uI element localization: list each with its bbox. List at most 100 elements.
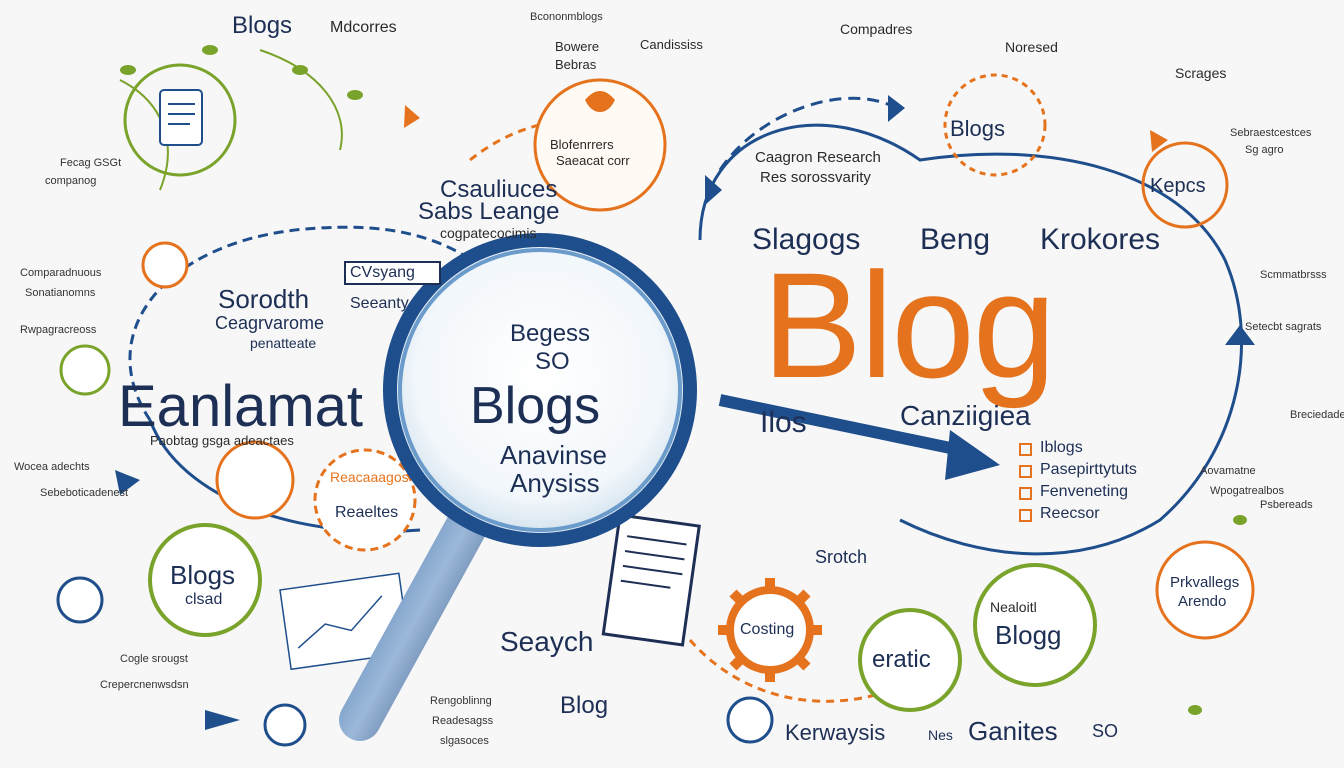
arrow-icon (1225, 325, 1255, 345)
label-bottom-blog: Blog (560, 692, 609, 719)
headline-right-3: Krokores (1040, 223, 1161, 256)
green-circle-blogs (148, 523, 262, 637)
label-bottom-left-a: Cogle srougst (120, 653, 188, 665)
arrow-icon (1150, 130, 1168, 152)
vine-left-2 (259, 49, 343, 151)
label-nealon: Nealoitl (990, 599, 1037, 615)
label-top-center: Compadres (840, 21, 913, 37)
label-bottom-so: SO (1092, 721, 1119, 741)
leaf-icon (202, 45, 218, 55)
orange-circle-privilege (1155, 540, 1255, 640)
label-box (344, 261, 441, 285)
check-item-2: Pasepirttytuts (1040, 461, 1137, 478)
label-bottom-center-a: Rengoblinng (430, 695, 492, 707)
checkbox-icon (1019, 443, 1032, 456)
green-circle-top-left (123, 63, 237, 177)
headline-left-big: Eanlamat (118, 374, 364, 439)
orange-circle-small (215, 440, 295, 520)
leaf-icon (347, 90, 363, 100)
lens-line-1: Begess (510, 320, 591, 347)
document-icon (601, 513, 701, 647)
lens-line-4: Anavinse (500, 440, 607, 470)
orange-circle-small (141, 241, 189, 289)
headline-right-1: Slagogs (752, 223, 861, 256)
blue-circle-bottom-2 (726, 696, 774, 744)
label-left-small-a: Fecag GSGt (60, 157, 122, 169)
check-item-3: Fenveneting (1040, 483, 1129, 500)
leaf-icon (1188, 705, 1202, 715)
label-security: Seeanty (350, 295, 409, 312)
headline-right-2: Beng (920, 223, 991, 256)
gear-icon (718, 578, 822, 682)
label-right-small-b: Scmmatbrsss (1260, 269, 1327, 281)
label-left-small-b: companog (45, 175, 97, 187)
lens-line-5: Anysiss (510, 468, 600, 498)
leaf-icon (120, 65, 136, 75)
label-left-small-g: Sebeboticadenest (40, 487, 129, 499)
label-top-small-4: Candississ (640, 37, 703, 52)
green-circle-small (59, 344, 111, 396)
arrow-icon (205, 710, 240, 730)
label-right-small-d: Breciedades (1290, 409, 1344, 421)
green-circle-eratic (858, 608, 962, 712)
document-icon (159, 89, 203, 146)
arrow-icon (888, 95, 905, 122)
arrow-icon (705, 175, 722, 205)
label-top-right: Noresed (1005, 39, 1058, 55)
label-bottom-center-c: slgasoces (440, 735, 489, 747)
label-blogs-circle-left-sub: clsad (185, 591, 223, 608)
label-cat-research-2: Res sorossvarity (760, 169, 871, 186)
label-bottom-center-b: Readesagss (432, 715, 494, 727)
label-privilege: Prkvallegs (1170, 574, 1240, 591)
orange-circle-top (533, 78, 667, 212)
orange-circle-right-top (943, 73, 1047, 177)
label-mid-left-small: Paobtag gsga adeactaes (150, 433, 294, 448)
label-blogs-circle-left: Blogs (170, 560, 236, 590)
headline-blog: Blog (762, 241, 1056, 409)
label-right-small-g: Aovamatne (1200, 465, 1256, 477)
label-top-left: Blogs (232, 12, 293, 39)
lens-line-3: Blogs (470, 377, 601, 435)
label-right-small-c: Setecbt sagrats (1245, 321, 1322, 333)
label-sausage: Csauliuces (440, 176, 558, 203)
label-top-small-3: Bebras (555, 57, 597, 72)
checkbox-icon (1019, 465, 1032, 478)
label-blofen-2: Saeacat corr (556, 153, 630, 168)
loop-arc-top (718, 96, 901, 171)
label-right-small-h: Sg agro (1245, 144, 1284, 156)
blue-circle-small (56, 576, 104, 624)
label-top-small-2: Bowere (555, 39, 600, 54)
label-canz: Canziigiea (900, 400, 1031, 431)
label-left-small-e: Rwpagracreoss (20, 324, 97, 336)
label-bottom-left-b: Crepercnenwsdsn (100, 679, 189, 691)
label-seroch-sub: Ceagrvarome (215, 313, 325, 333)
label-right-small-e: Wpogatrealbos (1210, 485, 1284, 497)
label-left-small-d: Sonatianomns (25, 287, 96, 299)
label-seroch-sub2: penatteate (250, 335, 317, 351)
arrow-pointer (718, 394, 962, 456)
check-item-1: Iblogs (1040, 439, 1083, 456)
label-right-small-f: Psbereads (1260, 499, 1313, 511)
label-bottom-mid: Nes (928, 727, 953, 743)
label-nos: Ilos (760, 406, 807, 439)
orange-circle-mid (313, 448, 417, 552)
arrow-icon (115, 470, 140, 495)
label-reaches: Reaeltes (335, 504, 399, 521)
orange-circle-right (1141, 141, 1229, 229)
blue-circle-bottom (263, 703, 307, 747)
label-cat-research-1: Caagron Research (755, 149, 881, 166)
label-reanalogs: Reacaaagos (330, 469, 409, 485)
checkbox-icon (1019, 487, 1032, 500)
label-bottom-kw: Kerwaysis (785, 720, 886, 745)
label-right-small-a: Sebraestcestces (1230, 127, 1312, 139)
label-seroch: Sorodth (218, 284, 310, 314)
label-blofen-1: Blofenrrers (550, 137, 614, 152)
magnifier-handle (339, 499, 491, 741)
lens-line-2: SO (535, 348, 570, 375)
label-kepcs: Kepcs (1150, 175, 1206, 197)
label-search: Seaych (500, 626, 594, 657)
label-arondo: Arendo (1178, 593, 1227, 610)
check-item-4: Reecsor (1040, 505, 1100, 522)
